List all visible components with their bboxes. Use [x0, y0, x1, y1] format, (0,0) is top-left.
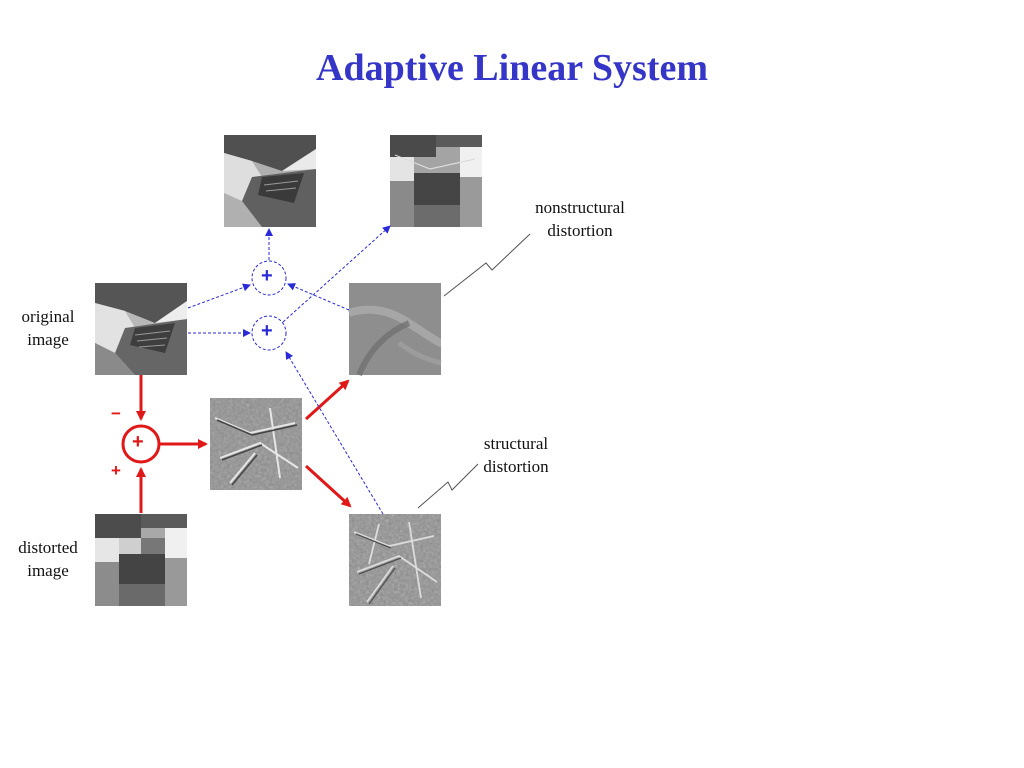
lower-adder-plus-symbol: + [261, 320, 273, 342]
error-signal-thumbnail [210, 398, 302, 490]
subtractor-plus-symbol: + [132, 431, 144, 453]
lower-adder-node [251, 315, 287, 351]
nonstructural-callout-leader [443, 233, 531, 297]
distorted-image-thumbnail [95, 514, 187, 606]
lower-adder-to-reconstruction-arrow [282, 225, 391, 323]
page-title: Adaptive Linear System [316, 47, 708, 89]
structural-distortion-thumbnail [349, 514, 441, 606]
error-to-structural-arrow [304, 464, 352, 508]
reconstruction-thumbnail-nonstructural [224, 135, 316, 227]
original-to-upper-adder-arrow [187, 283, 251, 309]
nonstructural-to-upper-adder-arrow [287, 283, 350, 311]
nonstructural-distortion-thumbnail [347, 283, 443, 377]
plus-sign: + [111, 461, 121, 480]
error-to-nonstructural-arrow [304, 379, 350, 421]
structural-callout-leader [417, 463, 479, 509]
minus-sign: − [111, 404, 121, 423]
upper-adder-node [251, 260, 287, 296]
original-image-thumbnail [95, 283, 187, 375]
structural-to-lower-adder-arrow [285, 351, 384, 515]
reconstruction-thumbnail-structural [390, 135, 482, 227]
upper-adder-plus-symbol: + [261, 265, 273, 287]
